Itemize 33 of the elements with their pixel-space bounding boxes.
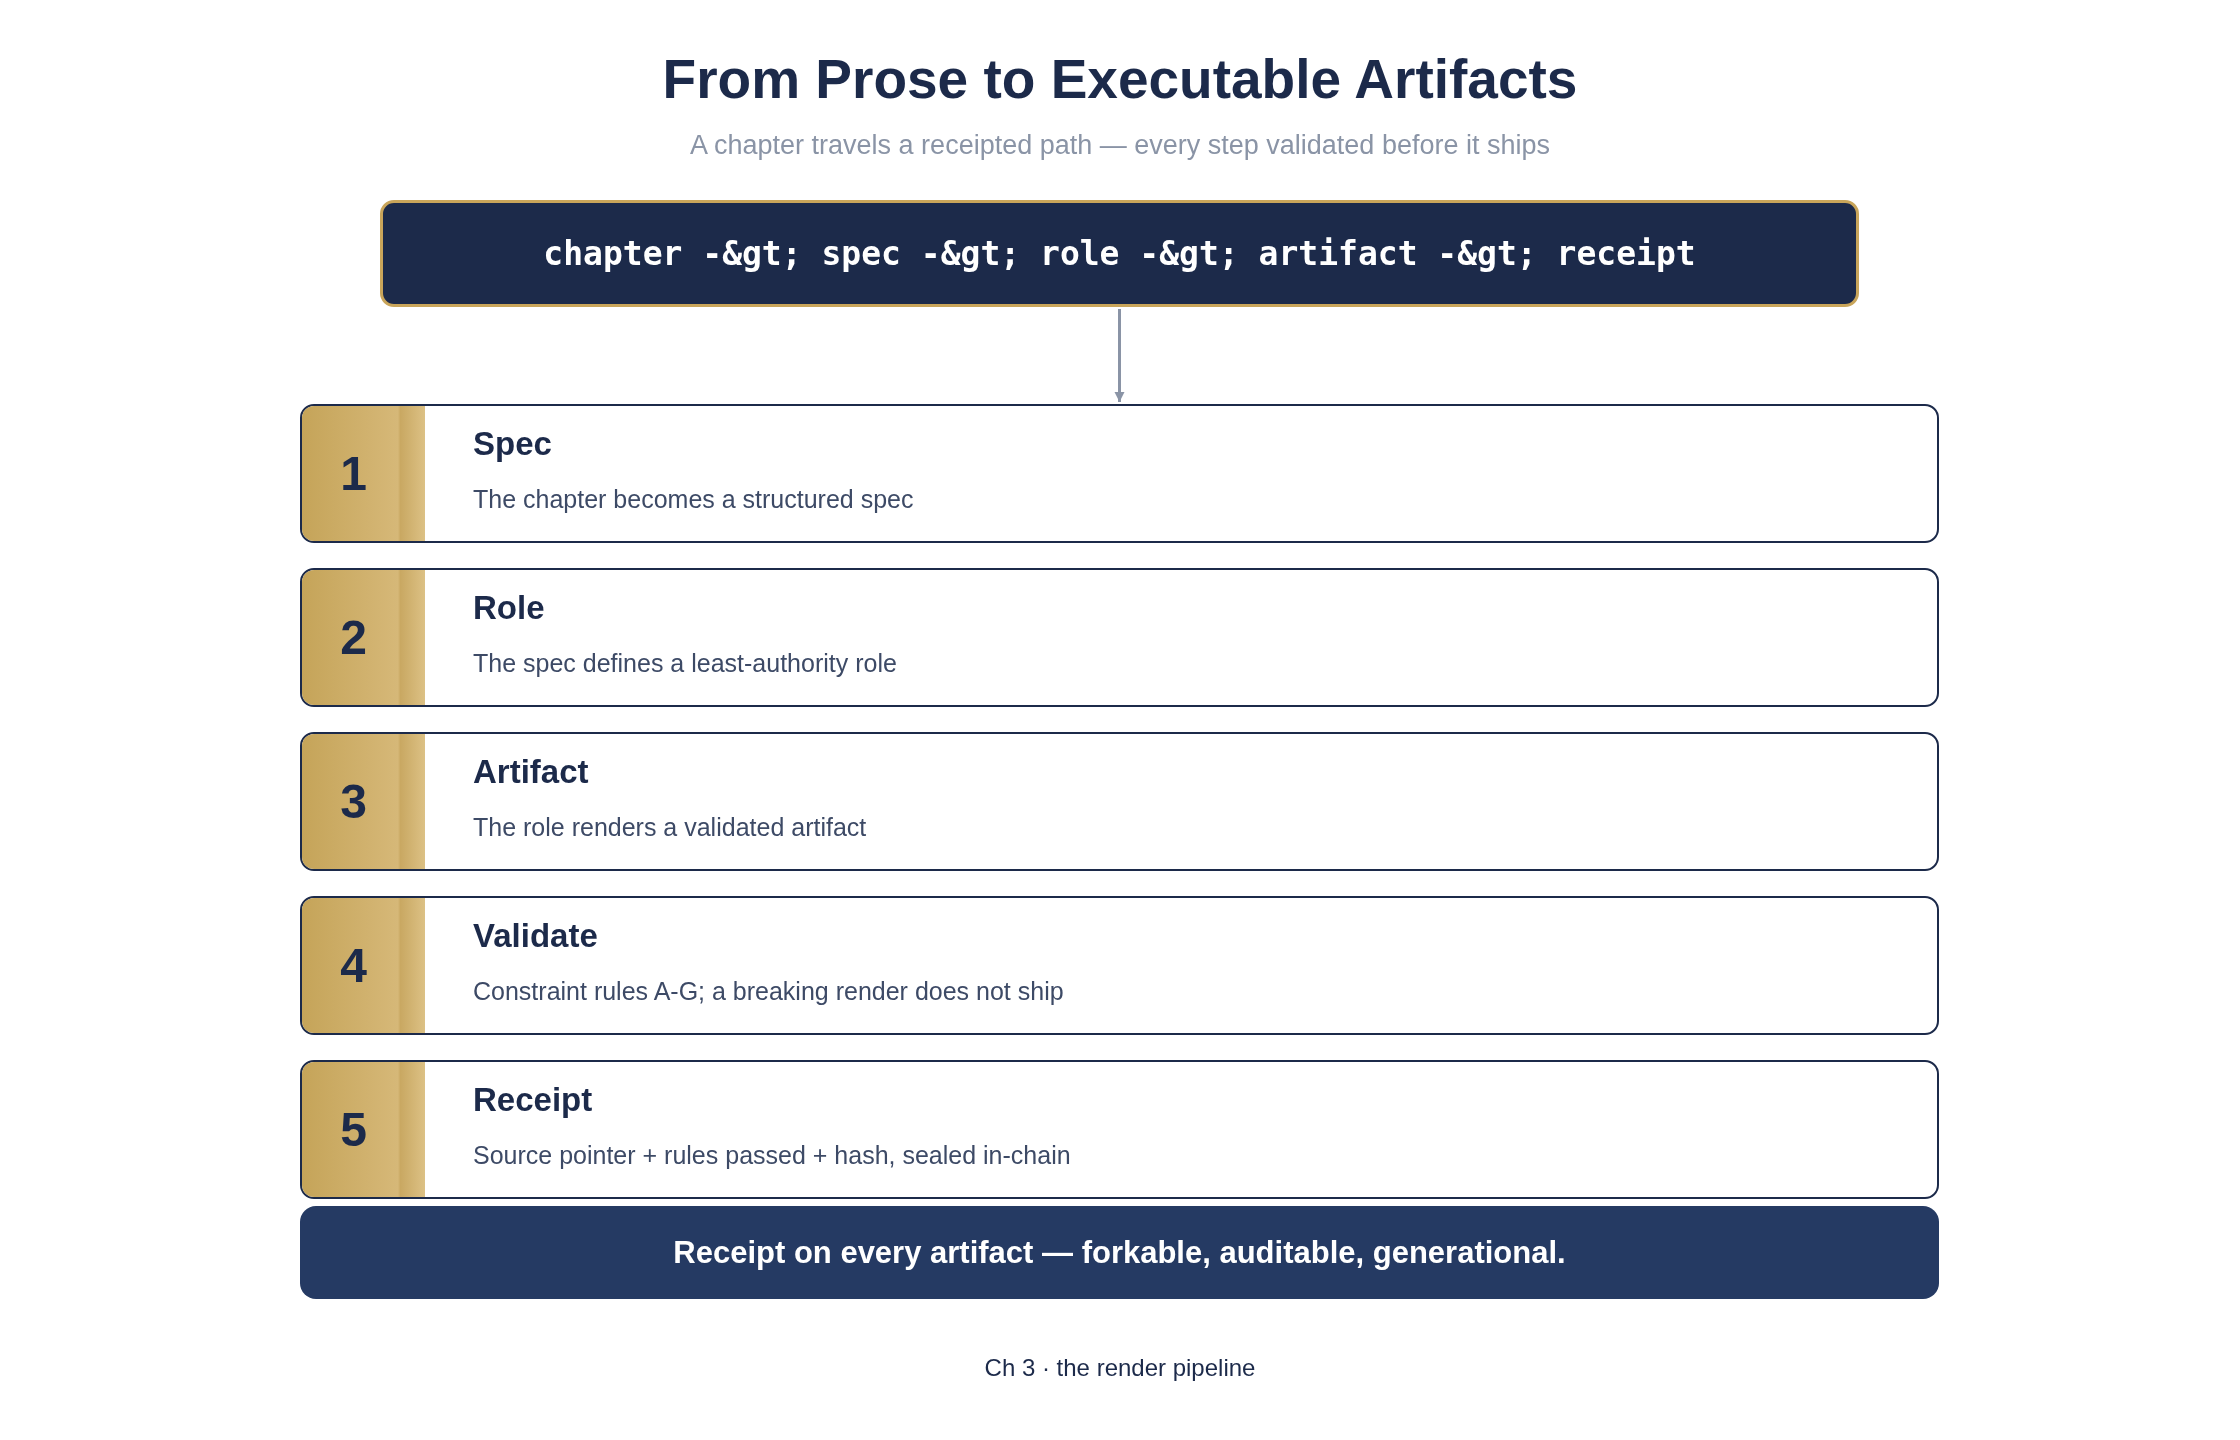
step-number: 1 — [340, 446, 368, 501]
step-description: Constraint rules A-G; a breaking render does not ship — [473, 976, 1064, 1007]
pipeline-text: chapter -&gt; spec -&gt; role -&gt; artifact -&gt; receipt — [543, 234, 1696, 273]
step-heading: Spec — [473, 424, 552, 464]
number-tile — [302, 734, 425, 869]
summary-banner — [300, 1206, 1939, 1299]
step-number: 3 — [340, 774, 368, 829]
arrow — [1114, 309, 1125, 402]
step-heading: Artifact — [473, 752, 589, 792]
step-description: Source pointer + rules passed + hash, sealed in-chain — [473, 1140, 1071, 1171]
step-heading: Validate — [473, 916, 598, 956]
number-tile — [302, 1062, 425, 1197]
step-description: The chapter becomes a structured spec — [473, 484, 914, 515]
step-card — [300, 896, 1939, 1035]
number-tile — [302, 570, 425, 705]
caption: Ch 3 · the render pipeline — [984, 1353, 1256, 1383]
step-card — [300, 404, 1939, 543]
step-description: The role renders a validated artifact — [473, 812, 867, 843]
title: From Prose to Executable Artifacts — [662, 47, 1578, 112]
number-tile — [302, 898, 425, 1033]
pipeline-panel — [380, 200, 1859, 307]
step-heading: Role — [473, 588, 545, 628]
step-card — [300, 568, 1939, 707]
summary-text: Receipt on every artifact — forkable, auditable, generational. — [673, 1234, 1566, 1271]
subtitle: A chapter travels a receipted path — every step validated before it ships — [690, 129, 1550, 162]
step-number: 4 — [340, 938, 368, 993]
step-card — [300, 732, 1939, 871]
step-number: 5 — [340, 1102, 368, 1157]
step-description: The spec defines a least-authority role — [473, 648, 897, 679]
step-heading: Receipt — [473, 1080, 593, 1120]
number-tile — [302, 406, 425, 541]
step-card — [300, 1060, 1939, 1199]
step-number: 2 — [340, 610, 368, 665]
